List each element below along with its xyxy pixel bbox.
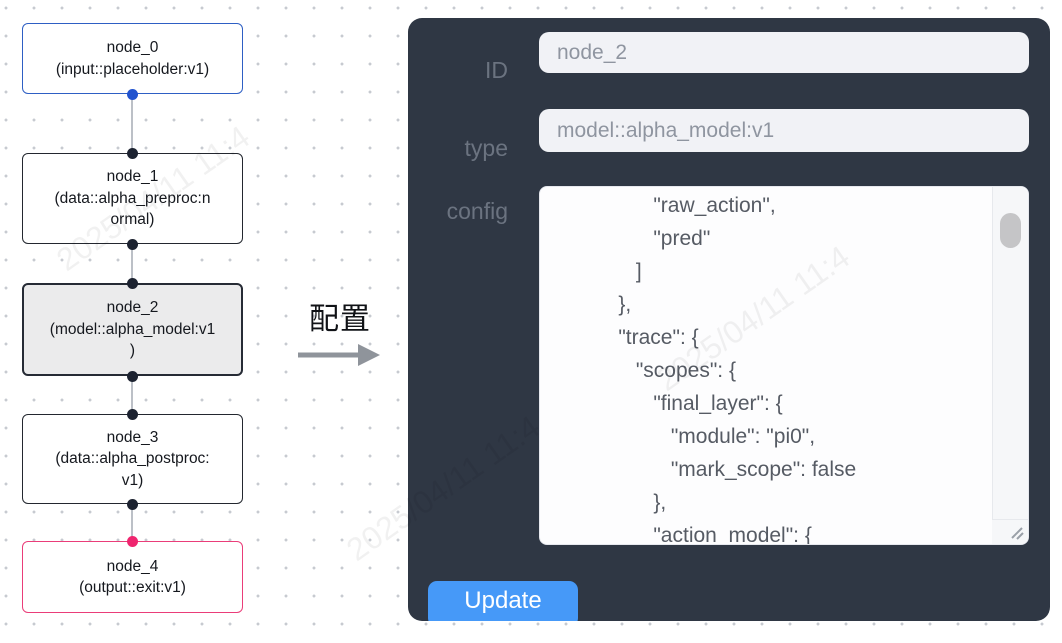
transition-label: 配置 (309, 303, 371, 336)
node-label-line: node_1 (106, 168, 159, 186)
edge-node_0-to-node_1 (131, 94, 133, 153)
node-label-line: (model::alpha_model:v1 (49, 320, 216, 338)
config-code-line: "final_layer": { (560, 392, 783, 415)
node-label-line: node_4 (106, 557, 159, 575)
update-button[interactable]: Update (428, 581, 578, 621)
port-in-node_2[interactable] (127, 277, 138, 289)
node-label-line: node_2 (106, 299, 159, 317)
config-code-line: "raw_action", (560, 194, 776, 217)
port-in-node_3[interactable] (127, 408, 138, 420)
scrollbar-thumb[interactable] (1000, 213, 1021, 248)
config-textarea[interactable]: "raw_action", "pred" ] }, "trace": { "sc… (539, 186, 1029, 545)
config-code-line: }, (560, 491, 667, 514)
node-label-line: (data::alpha_postproc: (55, 450, 210, 468)
config-code-line: "module": "pi0", (560, 425, 816, 448)
port-out-node_0[interactable] (127, 88, 138, 100)
node-graph-canvas: node_0(input::placeholder:v1)node_1(data… (0, 0, 400, 643)
config-code-line: "mark_scope": false (560, 458, 857, 481)
node-label-line: (output::exit:v1) (79, 579, 186, 596)
config-field-label: config (446, 198, 508, 224)
edge-node_1-to-node_2 (131, 244, 133, 283)
port-out-node_2[interactable] (127, 370, 138, 382)
config-code-line: "action_model": { (560, 524, 812, 544)
id-input[interactable] (539, 32, 1029, 73)
config-panel: ID type config "raw_action", "pred" ] },… (408, 18, 1050, 621)
right-arrow-icon (298, 344, 380, 366)
port-in-node_4[interactable] (127, 535, 138, 547)
node-label-line: v1) (121, 471, 144, 489)
scrollbar-corner (992, 519, 1028, 544)
resize-handle-icon[interactable] (1006, 522, 1026, 542)
config-code-line: "trace": { (560, 326, 699, 349)
node-label-line: (data::alpha_preproc:n (54, 189, 211, 207)
node-label-line: node_3 (106, 428, 159, 446)
config-code-line: "scopes": { (560, 359, 736, 382)
port-in-node_1[interactable] (127, 147, 138, 159)
type-input[interactable] (539, 109, 1029, 152)
config-code-line: ] (560, 260, 642, 283)
edge-node_2-to-node_3 (131, 376, 133, 414)
config-code-line: }, (560, 293, 632, 316)
node-label-line: ) (129, 342, 136, 360)
port-out-node_1[interactable] (127, 238, 138, 250)
node-label-line: node_0 (106, 39, 159, 56)
node-label-line: ormal) (110, 211, 155, 229)
graph-node-node_3[interactable]: node_3(data::alpha_postproc:v1) (22, 414, 243, 504)
graph-node-node_4[interactable]: node_4(output::exit:v1) (22, 541, 243, 613)
transition-group: 配置 (296, 294, 384, 368)
type-field-label: type (464, 135, 508, 161)
config-code: "raw_action", "pred" ] }, "trace": { "sc… (540, 189, 992, 544)
id-field-label: ID (485, 57, 508, 83)
config-code-line: "pred" (560, 227, 711, 250)
graph-node-node_2[interactable]: node_2(model::alpha_model:v1) (22, 283, 243, 376)
edge-node_3-to-node_4 (131, 504, 133, 541)
node-label-line: (input::placeholder:v1) (55, 60, 210, 78)
port-out-node_3[interactable] (127, 498, 138, 510)
graph-node-node_0[interactable]: node_0(input::placeholder:v1) (22, 23, 243, 94)
